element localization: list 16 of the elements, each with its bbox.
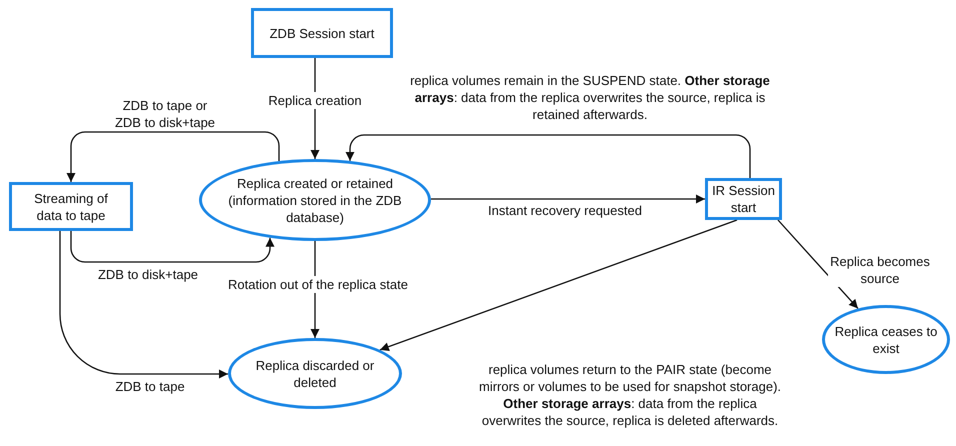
edge-label: Instant recovery requested [487,202,643,218]
node-label: Replica discarded or deleted [254,356,376,390]
process-box [9,182,133,231]
node-label: ZDB Session start [270,24,374,42]
arrow [66,131,280,182]
arrow [380,219,738,352]
process-box [705,178,782,220]
node-label: Replica created or retained (information stored in the ZDB database) [227,174,403,226]
node-label: Streaming of data to tape [33,190,109,224]
arrow [430,194,705,204]
arrow [59,231,228,378]
node-label: Replica ceases to exist [834,322,938,356]
process-box [251,8,393,58]
arrow [70,231,274,263]
node-label: IR Session start [711,182,776,216]
arrow [346,134,751,178]
